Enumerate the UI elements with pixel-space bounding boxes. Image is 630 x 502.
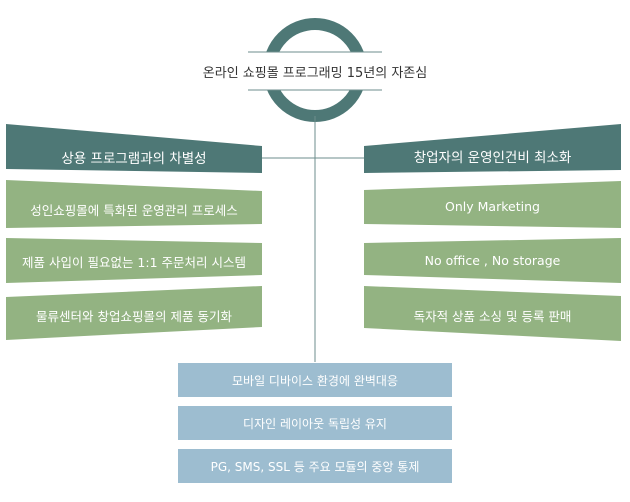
left-header-box [6, 124, 262, 173]
right-item-box-3 [364, 286, 621, 341]
bottom-item-box-3 [178, 449, 452, 483]
left-item-box-2 [6, 238, 262, 283]
right-item-box-2 [364, 238, 621, 283]
left-item-box-1 [6, 180, 262, 228]
bottom-item-box-2 [178, 406, 452, 440]
left-item-box-3 [6, 286, 262, 340]
right-item-box-1 [364, 181, 621, 228]
title-band [248, 52, 382, 90]
bottom-item-box-1 [178, 363, 452, 397]
right-header-box [364, 124, 621, 173]
